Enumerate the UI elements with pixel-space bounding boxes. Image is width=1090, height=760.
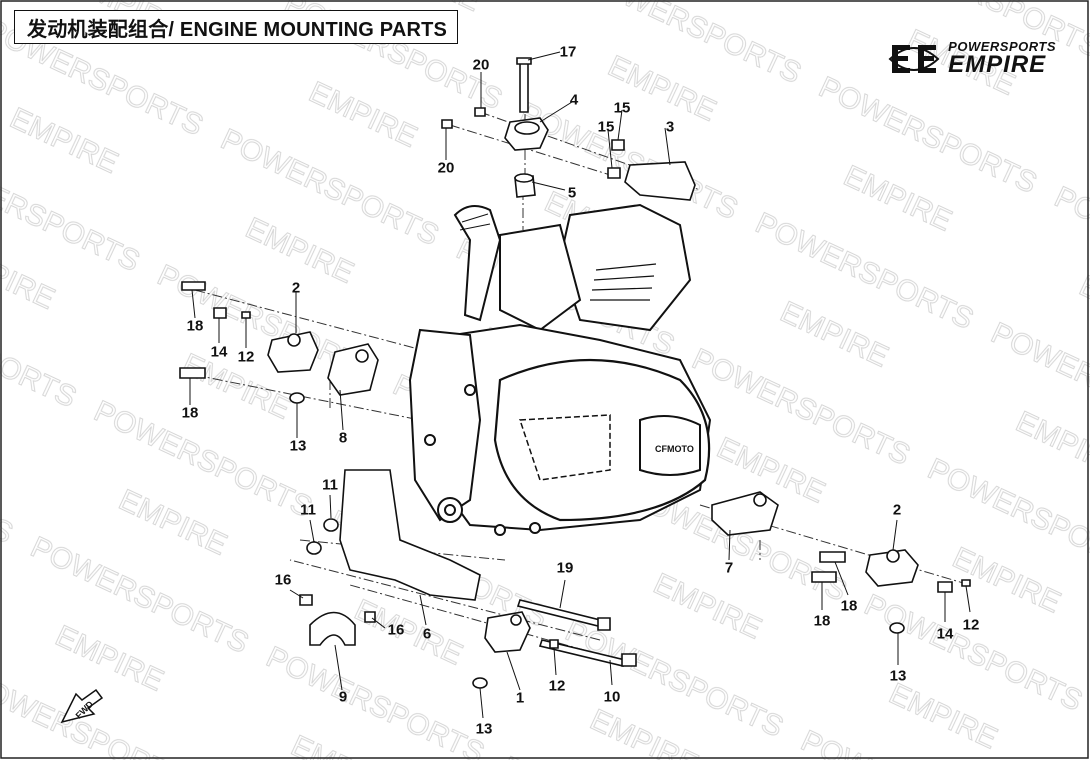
- callout-9: 9: [338, 688, 348, 706]
- brand-logo: POWERSPORTS EMPIRE: [888, 40, 1056, 77]
- callout-20-top: 20: [472, 56, 490, 74]
- lower-mount-parts: [299, 469, 637, 689]
- callout-4: 4: [569, 91, 579, 109]
- callout-2-right: 2: [892, 501, 902, 519]
- callout-19: 19: [556, 559, 574, 577]
- callout-12-center: 12: [548, 677, 566, 695]
- engine-assembly: CFMOTO: [408, 203, 712, 536]
- callout-15-top: 15: [613, 99, 631, 117]
- callout-8: 8: [338, 429, 348, 447]
- callout-18-right-a: 18: [813, 612, 831, 630]
- forward-arrow-icon: FWD: [60, 688, 104, 724]
- left-mount-parts: [179, 281, 379, 404]
- callout-1: 1: [515, 689, 525, 707]
- callout-15-lower: 15: [597, 118, 615, 136]
- callout-16-left: 16: [274, 571, 292, 589]
- brand-line2: EMPIRE: [948, 51, 1047, 78]
- brand-line1: POWERSPORTS: [948, 39, 1056, 54]
- svg-text:CFMOTO: CFMOTO: [655, 444, 694, 454]
- diagram-title-box: 发动机装配组合/ ENGINE MOUNTING PARTS: [14, 10, 458, 44]
- callout-13-left: 13: [289, 437, 307, 455]
- callout-16-right: 16: [387, 621, 405, 639]
- callout-14-left: 14: [210, 343, 228, 361]
- callout-13-center: 13: [475, 720, 493, 738]
- callout-12-right: 12: [962, 616, 980, 634]
- callout-7: 7: [724, 559, 734, 577]
- callout-11-upper: 11: [322, 476, 338, 494]
- top-mount-parts: [441, 57, 696, 201]
- callout-11-lower: 11: [300, 501, 316, 519]
- right-mount-parts: [711, 491, 971, 634]
- diagram-title: 发动机装配组合/ ENGINE MOUNTING PARTS: [27, 18, 448, 41]
- callout-18-right-b: 18: [840, 597, 858, 615]
- callout-18-top-left: 18: [186, 317, 204, 335]
- callout-6: 6: [422, 625, 432, 643]
- leader-lines: [189, 51, 971, 719]
- callout-10: 10: [603, 688, 621, 706]
- callout-12-left: 12: [237, 348, 255, 366]
- callout-2-left: 2: [291, 279, 301, 297]
- empire-logo-icon: [888, 44, 940, 73]
- callout-18-lower-left: 18: [181, 404, 199, 422]
- callout-13-right: 13: [889, 667, 907, 685]
- callout-3: 3: [665, 118, 675, 136]
- callout-20-lower: 20: [437, 159, 455, 177]
- callout-14-right: 14: [936, 625, 954, 643]
- callout-17: 17: [559, 43, 577, 61]
- callout-5: 5: [567, 184, 577, 202]
